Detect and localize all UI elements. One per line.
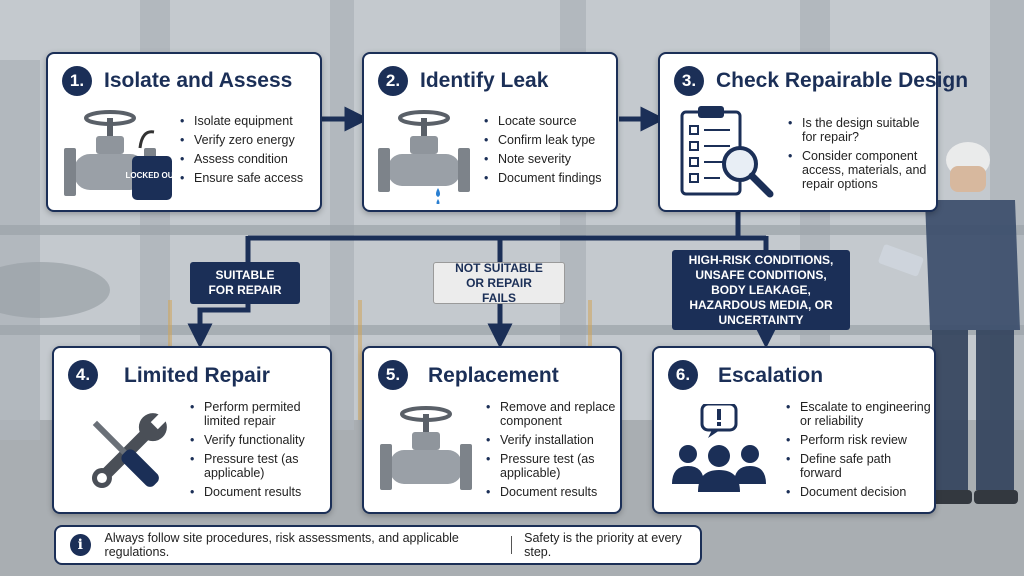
step-3-points: Is the design suitable for repair? Consi…	[788, 116, 934, 196]
leaking-valve-icon	[376, 108, 480, 204]
team-alert-icon	[668, 404, 772, 500]
step-4-point: Verify functionality	[190, 433, 330, 447]
step-6-title: Escalation	[718, 364, 823, 388]
step-3-point: Is the design suitable for repair?	[788, 116, 934, 144]
step-5-title: Replacement	[428, 364, 559, 388]
step-1-card: 1. Isolate and Assess LOCKED OUT Isolate…	[46, 52, 322, 212]
step-1-point: Verify zero energy	[180, 133, 320, 147]
step-2-point: Confirm leak type	[484, 133, 614, 147]
footer-note: i Always follow site procedures, risk as…	[54, 525, 702, 565]
locked-valve-icon: LOCKED OUT	[60, 108, 178, 204]
step-4-point: Document results	[190, 485, 330, 499]
footer-text-left: Always follow site procedures, risk asse…	[105, 531, 500, 559]
step-5-point: Document results	[486, 485, 618, 499]
step-1-point: Assess condition	[180, 152, 320, 166]
branch-label-suitable: SUITABLE FOR REPAIR	[190, 262, 300, 304]
step-2-card: 2. Identify Leak Locate source Confirm l…	[362, 52, 618, 212]
step-4-title: Limited Repair	[124, 364, 270, 388]
wrench-screwdriver-icon	[76, 406, 176, 502]
step-6-point: Perform risk review	[786, 433, 932, 447]
step-1-point: Isolate equipment	[180, 114, 320, 128]
step-6-number: 6.	[668, 360, 698, 390]
step-4-number: 4.	[68, 360, 98, 390]
footer-divider	[511, 536, 512, 554]
step-3-card: 3. Check Repairable Design Is the design…	[658, 52, 938, 212]
branch-label-not-suitable: NOT SUITABLE OR REPAIR FAILS	[433, 262, 565, 304]
footer-text-right: Safety is the priority at every step.	[524, 531, 700, 559]
step-6-point: Document decision	[786, 485, 932, 499]
step-1-number: 1.	[62, 66, 92, 96]
step-4-points: Perform permited limited repair Verify f…	[190, 400, 330, 504]
step-2-point: Document findings	[484, 171, 614, 185]
svg-text:LOCKED OUT: LOCKED OUT	[126, 171, 178, 180]
step-5-point: Pressure test (as applicable)	[486, 452, 618, 480]
step-6-points: Escalate to engineering or reliability P…	[786, 400, 932, 504]
clipboard-magnifier-icon	[676, 106, 780, 202]
step-4-point: Perform permited limited repair	[190, 400, 330, 428]
step-4-point: Pressure test (as applicable)	[190, 452, 330, 480]
step-5-card: 5. Replacement Remove and replace compon…	[362, 346, 622, 514]
step-6-card: 6. Escalation Escalate to engineering or…	[652, 346, 936, 514]
step-3-number: 3.	[674, 66, 704, 96]
step-6-point: Define safe path forward	[786, 452, 932, 480]
step-1-points: Isolate equipment Verify zero energy Ass…	[180, 114, 320, 190]
step-2-number: 2.	[378, 66, 408, 96]
valve-icon	[378, 404, 482, 500]
step-2-title: Identify Leak	[420, 69, 548, 93]
step-5-point: Verify installation	[486, 433, 618, 447]
step-2-points: Locate source Confirm leak type Note sev…	[484, 114, 614, 190]
step-3-point: Consider component access, materials, an…	[788, 149, 934, 191]
step-5-point: Remove and replace component	[486, 400, 618, 428]
step-2-point: Note severity	[484, 152, 614, 166]
branch-label-high-risk: HIGH-RISK CONDITIONS, UNSAFE CONDITIONS,…	[672, 250, 850, 330]
step-6-point: Escalate to engineering or reliability	[786, 400, 932, 428]
step-5-number: 5.	[378, 360, 408, 390]
step-2-point: Locate source	[484, 114, 614, 128]
info-icon: i	[70, 534, 91, 556]
step-1-title: Isolate and Assess	[104, 69, 292, 93]
step-5-points: Remove and replace component Verify inst…	[486, 400, 618, 504]
step-4-card: 4. Limited Repair Perform permited limit…	[52, 346, 332, 514]
step-1-point: Ensure safe access	[180, 171, 320, 185]
step-3-title: Check Repairable Design	[716, 69, 968, 93]
